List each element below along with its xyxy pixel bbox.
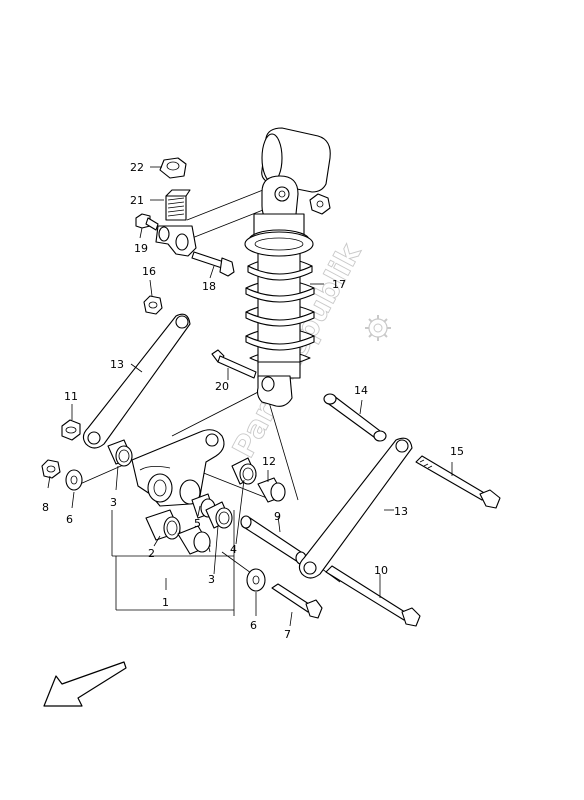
- callout-6-right: 6: [250, 619, 257, 632]
- callout-22: 22: [130, 161, 144, 174]
- bearing-4: [231, 457, 257, 485]
- callout-8: 8: [42, 501, 49, 514]
- bolt-19: [135, 213, 159, 231]
- callout-7: 7: [284, 628, 291, 641]
- tie-rod-13-left: [82, 313, 191, 449]
- bolt-7: [271, 583, 323, 619]
- washer-6-left: [65, 469, 83, 491]
- nut-11: [61, 419, 81, 441]
- callout-21: 21: [130, 194, 144, 207]
- bolt-18: [191, 251, 235, 277]
- callout-11: 11: [64, 390, 78, 403]
- callout-5: 5: [194, 517, 201, 530]
- callout-20: 20: [215, 380, 229, 393]
- callout-labels: 22 21 19 16 18 17 13 20 11 14 15 12 8 6 …: [42, 161, 464, 641]
- bearing-3-top: [107, 439, 133, 467]
- shaft-14: [323, 393, 387, 442]
- callout-4: 4: [230, 543, 237, 556]
- shock-upper-bracket: [155, 189, 197, 257]
- bolt-20: [211, 349, 257, 379]
- callout-1: 1: [162, 596, 169, 609]
- bearing-3-right: [205, 501, 233, 529]
- shock-top-nut: [309, 193, 331, 215]
- callout-3-top: 3: [110, 496, 117, 509]
- callout-18: 18: [202, 280, 216, 293]
- callout-10: 10: [374, 564, 388, 577]
- arrow-down-left-icon: [43, 661, 127, 707]
- cushion-lever: [131, 429, 225, 507]
- tie-rod-13-right: [298, 437, 413, 579]
- rear-shock-absorber: [244, 127, 331, 407]
- callout-17: 17: [332, 278, 346, 291]
- callout-13-right: 13: [394, 505, 408, 518]
- callout-15: 15: [450, 445, 464, 458]
- bearing-3-lower: [145, 509, 181, 541]
- nut-8: [41, 459, 61, 479]
- callout-12: 12: [262, 455, 276, 468]
- callout-16: 16: [142, 265, 156, 278]
- collar-2: [177, 525, 211, 555]
- bolt-10: [325, 565, 421, 627]
- callout-14: 14: [354, 384, 368, 397]
- collar-12: [257, 477, 286, 503]
- washer-6-right: [246, 568, 266, 592]
- callout-3-right: 3: [208, 573, 215, 586]
- nut-22: [159, 157, 187, 179]
- callout-19: 19: [134, 242, 148, 255]
- callout-2: 2: [148, 547, 155, 560]
- nut-16: [143, 295, 163, 315]
- leader-lines: [47, 166, 453, 627]
- callout-9: 9: [274, 510, 281, 523]
- shaft-9: [240, 515, 307, 565]
- bolt-15: [415, 455, 501, 509]
- callout-6-left: 6: [66, 513, 73, 526]
- assembly-bracket-1: [111, 510, 235, 616]
- gear-icon: [365, 315, 391, 341]
- callout-13-left: 13: [110, 358, 124, 371]
